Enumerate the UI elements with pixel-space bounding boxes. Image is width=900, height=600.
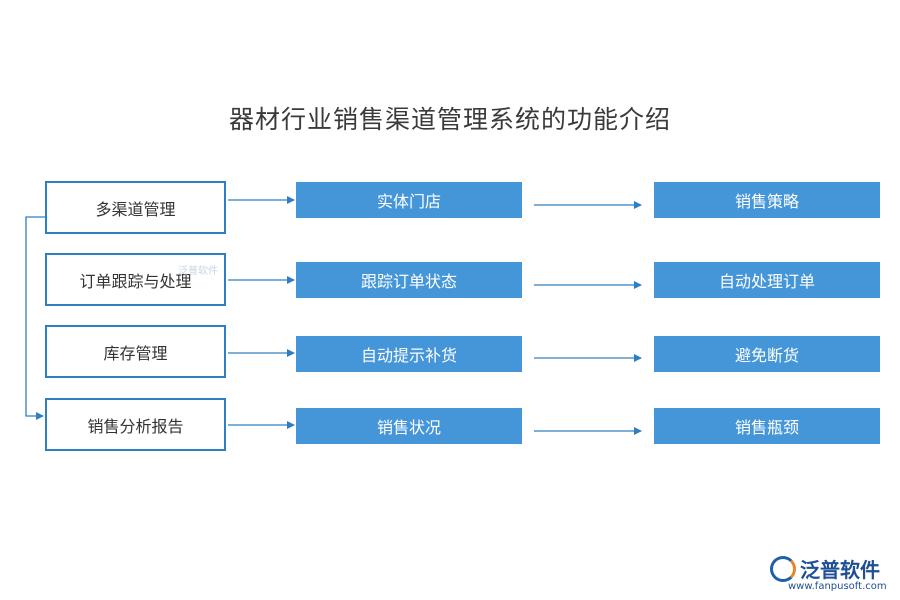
result-box-4: 销售瓶颈 xyxy=(654,408,880,444)
watermark-text: 泛普软件 xyxy=(178,266,218,277)
result-box-2: 自动处理订单 xyxy=(654,262,880,298)
category-box-1: 多渠道管理 xyxy=(45,181,226,234)
logo-icon xyxy=(770,555,796,582)
logo-name: 泛普软件 xyxy=(800,558,880,582)
category-box-2: 订单跟踪与处理 xyxy=(45,253,226,306)
feature-box-3: 自动提示补货 xyxy=(296,336,522,372)
result-box-1: 销售策略 xyxy=(654,182,880,218)
category-box-3: 库存管理 xyxy=(45,325,226,378)
feature-box-4: 销售状况 xyxy=(296,408,522,444)
result-box-3: 避免断货 xyxy=(654,336,880,372)
bracket-connector xyxy=(25,216,45,420)
feature-box-1: 实体门店 xyxy=(296,182,522,218)
diagram-title: 器材行业销售渠道管理系统的功能介绍 xyxy=(228,105,671,134)
feature-box-2: 跟踪订单状态 xyxy=(296,262,522,298)
brand-logo: 泛普软件 xyxy=(770,554,880,583)
logo-url: www.fanpusoft.com xyxy=(788,581,887,592)
category-box-4: 销售分析报告 xyxy=(45,398,226,451)
